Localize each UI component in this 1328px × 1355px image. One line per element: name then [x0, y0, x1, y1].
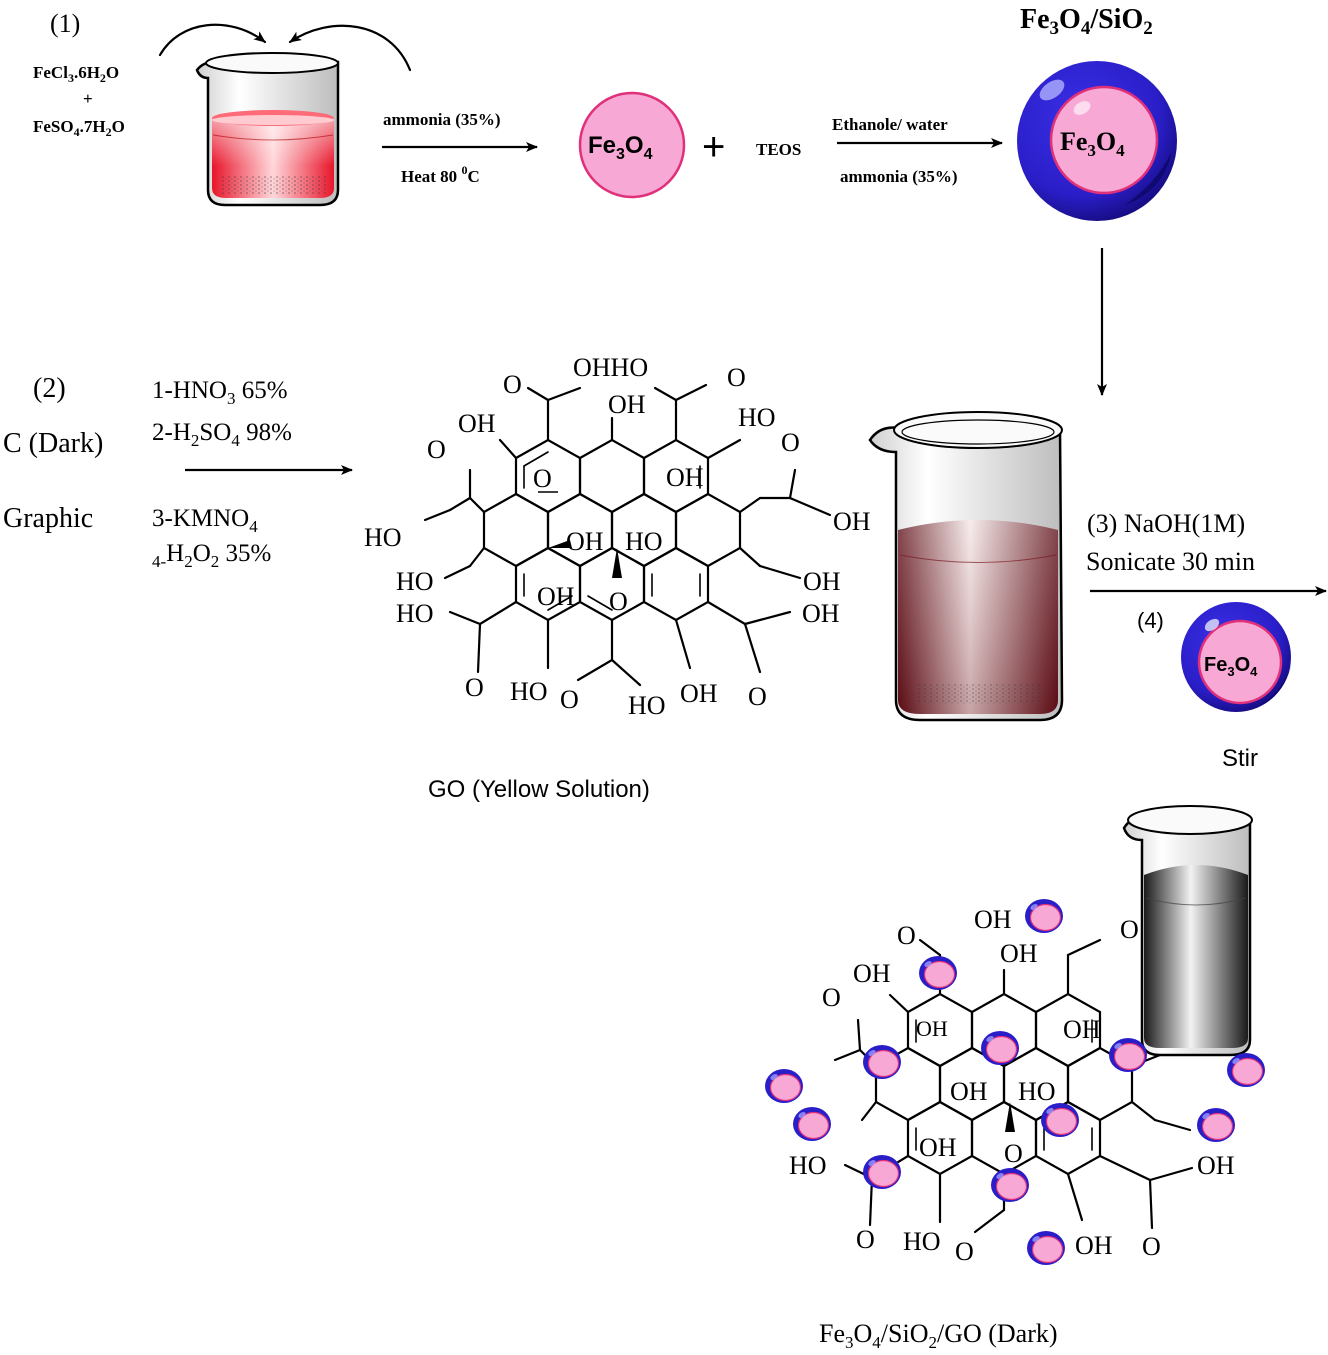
fe3o4-small-particle: Fe3O4 — [1181, 602, 1292, 712]
svg-text:OH: OH — [1000, 939, 1038, 968]
svg-text:O: O — [897, 921, 916, 950]
svg-text:HO: HO — [510, 677, 548, 706]
beaker-brown — [868, 411, 1064, 722]
svg-text:Fe3O4: Fe3O4 — [1060, 127, 1125, 160]
step2-group: (2) C (Dark) Graphic 1-HNO3 65% 2-H2SO4 … — [3, 353, 1064, 803]
beaker-red — [195, 52, 340, 207]
carbon-dark-text: C (Dark) — [3, 428, 103, 459]
svg-text:OH: OH — [608, 390, 646, 419]
svg-text:O: O — [427, 435, 446, 464]
svg-text:HO: HO — [1018, 1077, 1056, 1106]
fe3o4-particle: Fe3O4 — [578, 91, 686, 199]
svg-text:FeSO4.7H2O: FeSO4.7H2O — [33, 117, 125, 139]
go-lattice — [423, 383, 832, 687]
addition-curve-left — [158, 23, 267, 57]
svg-text:O: O — [1004, 1139, 1023, 1168]
step4-label: (4) — [1137, 608, 1164, 633]
stir-text: Stir — [1222, 745, 1258, 772]
svg-text:OH: OH — [833, 507, 871, 536]
svg-text:OH: OH — [919, 1133, 957, 1162]
svg-text:O: O — [955, 1237, 974, 1266]
arrow1-bottom-text: Heat 80 0C — [401, 163, 480, 186]
svg-text:HO: HO — [789, 1151, 827, 1180]
step2-label: (2) — [33, 373, 66, 404]
svg-text:2-H2SO4 98%: 2-H2SO4 98% — [152, 419, 292, 450]
go-structure: O OHHO O OH OH HO O O O OH HO OH OH HO H… — [364, 353, 871, 720]
step1-group: (1) FeCl3.6H2O + FeSO4.7H2O ammonia (35%… — [33, 4, 1177, 396]
svg-text:4-H2O2 35%: 4-H2O2 35% — [152, 540, 271, 571]
svg-text:HO: HO — [396, 599, 434, 628]
final-group: OH O O OH OH O OH OH OH HO OH O HO OH O … — [764, 805, 1266, 1352]
teos-text: TEOS — [756, 140, 801, 159]
svg-text:OH: OH — [1075, 1231, 1113, 1260]
svg-text:O: O — [822, 983, 841, 1012]
final-caption: Fe3O4/SiO2/GO (Dark) — [819, 1319, 1058, 1352]
svg-text:OH: OH — [680, 679, 718, 708]
svg-text:Fe3O4/SiO2/GO (Dark): Fe3O4/SiO2/GO (Dark) — [819, 1319, 1058, 1352]
arrow2-top-text: Ethanole/ water — [832, 115, 948, 134]
svg-text:O: O — [856, 1225, 875, 1254]
svg-text:O: O — [1120, 915, 1139, 944]
svg-text:OH: OH — [1197, 1151, 1235, 1180]
reagent-plus: + — [83, 89, 93, 108]
svg-text:OH: OH — [1063, 1015, 1101, 1044]
svg-text:O: O — [748, 682, 767, 711]
step3-line1: (3) NaOH(1M) — [1087, 509, 1245, 538]
addition-curve-right — [288, 24, 412, 72]
go-caption: GO (Yellow Solution) — [428, 776, 650, 803]
svg-text:HO: HO — [738, 403, 776, 432]
svg-text:OH: OH — [950, 1077, 988, 1106]
svg-text:O: O — [609, 587, 628, 616]
reagent-list: 1-HNO3 65% 2-H2SO4 98% 3-KMNO4 4-H2O2 35… — [152, 377, 292, 571]
reagent-a-text: FeCl3.6H2O — [33, 63, 119, 85]
svg-text:OH: OH — [803, 567, 841, 596]
svg-text:O: O — [503, 370, 522, 399]
svg-text:HO: HO — [628, 691, 666, 720]
svg-text:OH: OH — [802, 599, 840, 628]
svg-text:O: O — [1142, 1232, 1161, 1261]
arrow2-bottom-text: ammonia (35%) — [840, 167, 958, 186]
svg-text:OH: OH — [853, 959, 891, 988]
svg-text:FeCl3.6H2O: FeCl3.6H2O — [33, 63, 119, 85]
svg-text:O: O — [560, 685, 579, 714]
svg-text:OH: OH — [537, 582, 575, 611]
svg-text:O: O — [727, 363, 746, 392]
svg-text:HO: HO — [364, 523, 402, 552]
core-shell-particle: Fe3O4 — [1017, 61, 1177, 221]
svg-text:HO: HO — [903, 1227, 941, 1256]
svg-text:OH: OH — [974, 905, 1012, 934]
step3-line2: Sonicate 30 min — [1086, 547, 1255, 576]
svg-text:O: O — [781, 428, 800, 457]
arrow1-top-text: ammonia (35%) — [383, 110, 501, 129]
svg-text:HO: HO — [396, 567, 434, 596]
reagent-b-text: FeSO4.7H2O — [33, 117, 125, 139]
svg-text:OH: OH — [566, 527, 604, 556]
svg-text:Heat 80 0C: Heat 80 0C — [401, 163, 480, 186]
big-plus: + — [702, 125, 725, 169]
svg-text:3-KMNO4: 3-KMNO4 — [152, 505, 258, 536]
fe3o4-sio2-title: Fe3O4/SiO2 — [1020, 4, 1153, 39]
svg-text:Fe3O4/SiO2: Fe3O4/SiO2 — [1020, 4, 1153, 39]
graphic-text: Graphic — [3, 503, 93, 534]
svg-text:O: O — [465, 673, 484, 702]
step1-label: (1) — [50, 9, 80, 38]
svg-text:HO: HO — [625, 527, 663, 556]
svg-text:OH: OH — [666, 463, 704, 492]
svg-text:OH: OH — [916, 1016, 948, 1041]
step3-group: (3) NaOH(1M) Sonicate 30 min (4) Fe3O4 S… — [1086, 509, 1327, 772]
svg-text:1-HNO3 65%: 1-HNO3 65% — [152, 377, 288, 408]
svg-text:OH: OH — [458, 409, 496, 438]
svg-text:OHHO: OHHO — [573, 353, 648, 382]
svg-text:O: O — [533, 464, 552, 493]
beaker-gray — [1122, 805, 1253, 1057]
